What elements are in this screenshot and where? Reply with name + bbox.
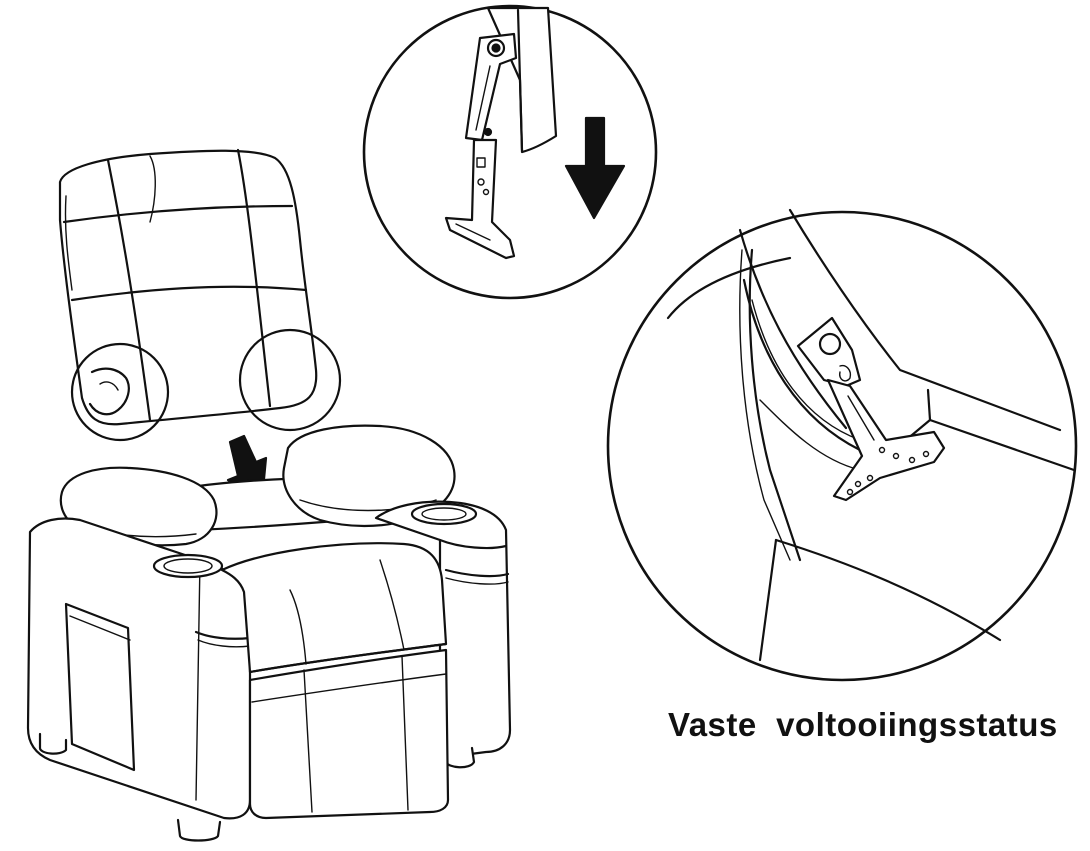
right-bracket-highlight xyxy=(238,328,342,432)
footrest xyxy=(248,648,450,820)
right-armrest xyxy=(282,424,456,528)
backrest-bracket-detail xyxy=(362,4,658,300)
completion-caption: Vaste voltooiingsstatus xyxy=(668,706,1058,743)
fixed-bracket-detail xyxy=(606,208,1078,682)
recliner-chair xyxy=(26,148,512,842)
side-pocket xyxy=(64,602,136,772)
down-arrow-icon xyxy=(564,116,626,220)
backrest xyxy=(58,148,318,426)
seat-cushion xyxy=(220,542,448,674)
left-bracket-highlight xyxy=(70,342,170,442)
